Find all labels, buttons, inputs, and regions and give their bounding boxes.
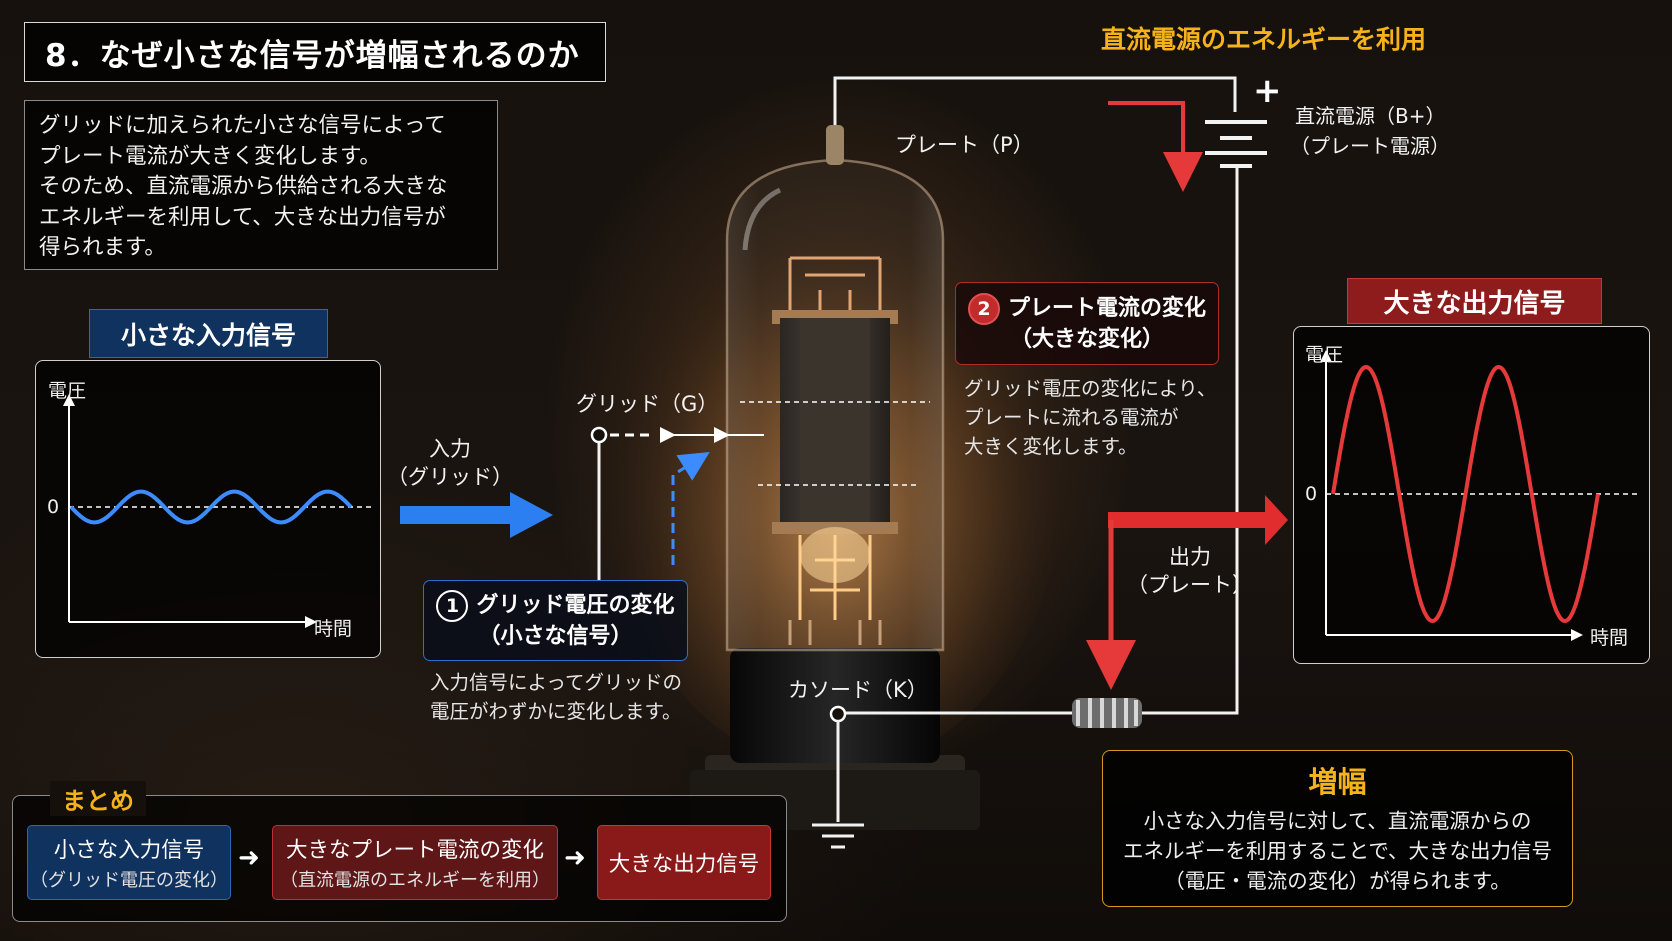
- load-coil: [1072, 698, 1142, 728]
- step1-box: 1 グリッド電圧の変化 （小さな信号）: [423, 580, 688, 661]
- plate-current-arrow: [1108, 101, 1203, 192]
- input-signal-wave: [69, 489, 353, 525]
- energy-title: 直流電源のエネルギーを利用: [1101, 25, 1427, 54]
- y-axis-arrowhead: [1320, 350, 1332, 362]
- step1-subtitle: （小さな信号）: [478, 623, 633, 649]
- x-axis-arrowhead: [305, 616, 317, 628]
- power-supply-label: 直流電源（B+）: [1295, 104, 1446, 128]
- intro-line: そのため、直流電源から供給される大きな: [39, 174, 448, 199]
- summary-arrow: ➜: [238, 843, 260, 873]
- cathode-label: カソード（K）: [788, 678, 928, 702]
- step2-desc-line: グリッド電圧の変化により、: [964, 377, 1217, 400]
- output-label-line1: 出力: [1169, 545, 1211, 569]
- output-graph-zero: 0: [1305, 483, 1318, 505]
- summary-title: まとめ: [50, 781, 146, 816]
- step2-title: プレート電流の変化: [1007, 295, 1206, 321]
- step2-desc-line: プレートに流れる電流が: [964, 406, 1179, 429]
- step1-title: グリッド電圧の変化: [476, 592, 675, 618]
- step2-desc-line: 大きく変化します。: [964, 435, 1138, 458]
- input-graph-ylabel: 電圧: [48, 380, 87, 402]
- plate-wire: [833, 76, 1237, 125]
- tube-tip: [826, 125, 844, 165]
- tube-base: [730, 648, 940, 763]
- input-graph-xlabel: 時間: [314, 618, 353, 640]
- input-label-line1: 入力: [429, 437, 471, 461]
- intro-line: プレート電流が大きく変化します。: [39, 143, 381, 169]
- summary-chip-sub: （グリッド電圧の変化）: [30, 870, 228, 891]
- plus-sign: +: [1253, 71, 1282, 111]
- grid-signal-dashed-arrow: [671, 452, 710, 565]
- intro-line: グリッドに加えられた小さな信号によって: [39, 113, 446, 138]
- step1-desc-line: 入力信号によってグリッドの: [430, 671, 682, 694]
- amplification-box: 増幅 小さな入力信号に対して、直流電源からの エネルギーを利用することで、大きな…: [1102, 750, 1573, 907]
- cathode-terminal: [829, 705, 847, 723]
- intro-text-box: グリッドに加えられた小さな信号によって プレート電流が大きく変化します。 そのた…: [24, 100, 498, 270]
- step2-number: 2: [967, 292, 1000, 325]
- output-arrow-label: 出力 （プレート）: [1125, 543, 1255, 599]
- power-supply-sublabel: （プレート電源）: [1290, 134, 1450, 158]
- page-title: 8．なぜ小さな信号が増幅されるのか: [24, 22, 606, 82]
- summary-chip-plate-current: 大きなプレート電流の変化 （直流電源のエネルギーを利用）: [272, 825, 558, 900]
- step1-description: 入力信号によってグリッドの 電圧がわずかに変化します。: [430, 668, 682, 726]
- output-graph: [1320, 350, 1638, 641]
- summary-chip-main: 大きな出力信号: [608, 852, 760, 877]
- summary-chip-input: 小さな入力信号 （グリッド電圧の変化）: [27, 825, 231, 900]
- step1-desc-line: 電圧がわずかに変化します。: [430, 700, 682, 723]
- step1-number: 1: [436, 589, 469, 622]
- return-wire: [1142, 166, 1239, 715]
- intro-line: エネルギーを利用して、大きな出力信号が: [39, 204, 446, 230]
- intro-line: 得られます。: [39, 235, 166, 260]
- summary-chip-sub: （直流電源のエネルギーを利用）: [280, 870, 550, 891]
- amplification-line: （電圧・電流の変化）が得られます。: [1164, 869, 1511, 893]
- input-graph-zero: 0: [47, 496, 60, 518]
- input-graph: [63, 394, 375, 628]
- output-arrow: [1108, 495, 1288, 545]
- cathode-glow: [800, 527, 870, 583]
- output-graph-box: [1293, 326, 1650, 664]
- amplification-line: 小さな入力信号に対して、直流電源からの: [1143, 809, 1532, 833]
- summary-chip-main: 小さな入力信号: [53, 838, 205, 863]
- input-arrow-label: 入力 （グリッド）: [385, 435, 515, 491]
- grid-terminal: [590, 426, 608, 444]
- output-graph-ylabel: 電圧: [1305, 344, 1344, 366]
- plate-center: [800, 318, 870, 528]
- input-arrow: [400, 492, 553, 538]
- step2-box: 2 プレート電流の変化 （大きな変化）: [955, 282, 1219, 365]
- glass-highlight: [742, 187, 782, 251]
- amplification-title: 増幅: [1308, 765, 1367, 799]
- plate-label: プレート（P）: [895, 133, 1034, 157]
- input-graph-tag: 小さな入力信号: [89, 309, 328, 358]
- step2-description: グリッド電圧の変化により、 プレートに流れる電流が 大きく変化します。: [964, 374, 1216, 461]
- amplification-body: 小さな入力信号に対して、直流電源からの エネルギーを利用することで、大きな出力信…: [1103, 806, 1572, 896]
- tube-pins: [788, 620, 882, 645]
- output-graph-xlabel: 時間: [1590, 627, 1629, 649]
- input-label-line2: （グリッド）: [387, 465, 513, 489]
- grid-label: グリッド（G）: [576, 392, 719, 416]
- output-label-line2: （プレート）: [1127, 573, 1253, 597]
- summary-chip-main: 大きなプレート電流の変化: [285, 838, 544, 863]
- amplification-line: エネルギーを利用することで、大きな出力信号: [1122, 839, 1553, 863]
- output-graph-tag: 大きな出力信号: [1347, 278, 1602, 324]
- step2-subtitle: （大きな変化）: [1009, 326, 1164, 352]
- ground-symbol: [812, 823, 864, 849]
- summary-chip-output: 大きな出力信号: [597, 825, 771, 900]
- summary-arrow: ➜: [564, 843, 586, 873]
- support-rods: [788, 256, 882, 330]
- output-signal-wave: [1331, 364, 1600, 624]
- x-axis-arrowhead: [1571, 629, 1583, 641]
- y-axis-arrowhead: [63, 394, 75, 406]
